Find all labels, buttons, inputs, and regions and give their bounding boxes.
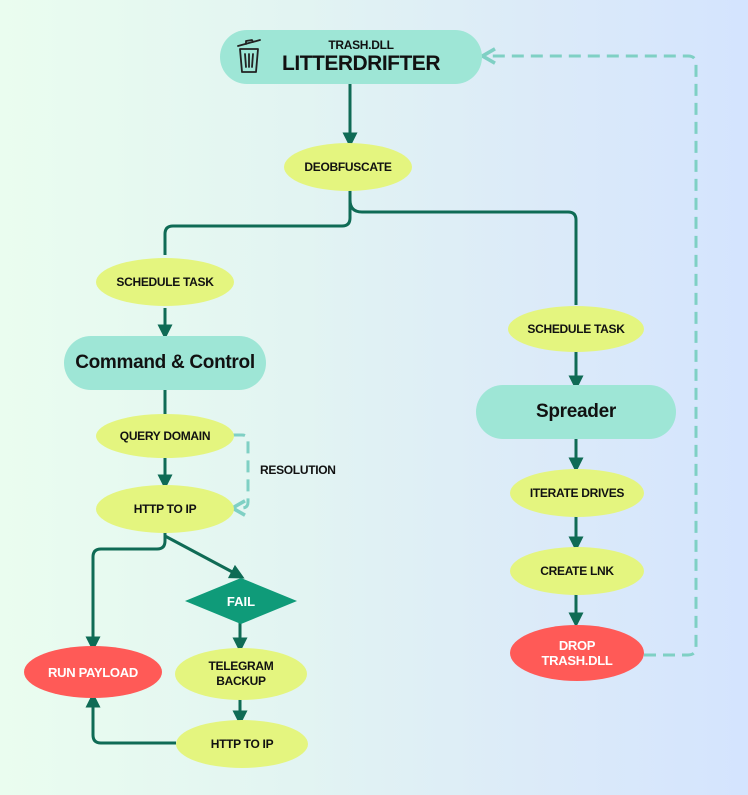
node-command-and-control[interactable]: Command & Control (64, 336, 266, 390)
dashed-edge-resolution (228, 433, 250, 517)
node-label: HTTP TO IP (133, 501, 197, 516)
node-iterate-drives[interactable]: ITERATE DRIVES (510, 469, 644, 517)
node-label: FAIL (226, 593, 256, 609)
edge-http-to-fail (164, 534, 245, 579)
node-label-line1: DROP (558, 638, 596, 653)
node-label: Spreader (536, 401, 616, 422)
node-label: SCHEDULE TASK (527, 321, 625, 336)
resolution-label: RESOLUTION (260, 463, 336, 477)
root-subtitle: TRASH.DLL (328, 38, 394, 52)
dashed-edge-drop-to-root (478, 47, 698, 657)
diamond-shape (185, 578, 297, 624)
node-label: HTTP TO IP (210, 736, 274, 751)
node-label: Command & Control (75, 352, 255, 373)
node-run-payload[interactable]: RUN PAYLOAD (24, 646, 162, 698)
node-label: CREATE LNK (540, 563, 614, 578)
node-spreader[interactable]: Spreader (476, 385, 676, 439)
edge-http-to-runpayload (85, 532, 167, 652)
node-label-line2: TRASH.DLL (541, 653, 613, 668)
node-query-domain[interactable]: QUERY DOMAIN (96, 414, 234, 458)
node-deobfuscate[interactable]: DEOBFUSCATE (284, 143, 412, 191)
node-label: RUN PAYLOAD (48, 664, 138, 680)
edge-http2-to-runpayload (85, 692, 176, 745)
node-http-to-ip-2[interactable]: HTTP TO IP (176, 720, 308, 768)
node-label-line1: TELEGRAM (208, 659, 274, 673)
node-label-line2: BACKUP (216, 674, 266, 688)
root-node-litterdrifter[interactable]: TRASH.DLL LITTERDRIFTER (220, 30, 482, 84)
node-label: SCHEDULE TASK (116, 274, 214, 289)
node-drop-trash-dll[interactable]: DROP TRASH.DLL (510, 625, 644, 681)
root-title: LITTERDRIFTER (282, 52, 440, 75)
node-label: QUERY DOMAIN (119, 428, 211, 443)
decision-fail[interactable]: FAIL (185, 578, 297, 624)
edge-deobfuscate-to-right (348, 199, 578, 305)
node-telegram-backup[interactable]: TELEGRAM BACKUP (175, 648, 307, 700)
node-schedule-task-left[interactable]: SCHEDULE TASK (96, 258, 234, 306)
node-create-lnk[interactable]: CREATE LNK (510, 547, 644, 595)
trash-can-icon (234, 36, 264, 76)
node-http-to-ip[interactable]: HTTP TO IP (96, 485, 234, 533)
node-schedule-task-right[interactable]: SCHEDULE TASK (508, 306, 644, 352)
node-label: ITERATE DRIVES (529, 485, 625, 500)
edge-deobfuscate-to-left (163, 190, 352, 255)
node-label: DEOBFUSCATE (304, 159, 392, 174)
